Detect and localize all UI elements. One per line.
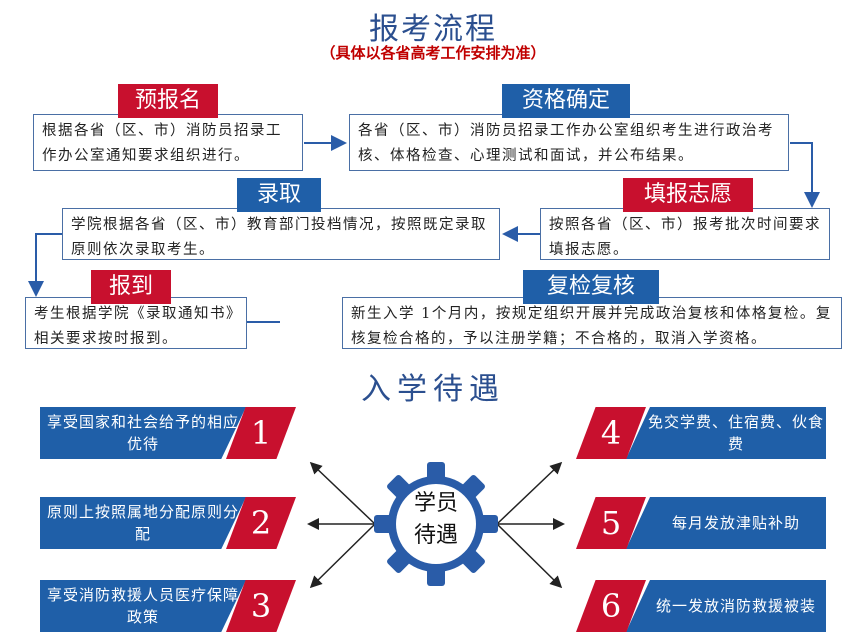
connector-3 xyxy=(309,523,376,589)
step-text-4: 学院根据各省（区、市）教育部门投档情况，按照既定录取原则依次录取考生。 xyxy=(71,217,487,258)
benefit-1: 享受国家和社会给予的相应优待 1 xyxy=(40,407,296,459)
step-tag-3: 填报志愿 xyxy=(623,178,753,212)
step-tag-1: 预报名 xyxy=(118,84,218,118)
step-text-2: 各省（区、市）消防员招录工作办公室组织考生进行政治考核、体格检查、心理测试和面试… xyxy=(358,123,774,164)
connector-6 xyxy=(496,523,563,589)
step-box-1: 根据各省（区、市）消防员招录工作办公室通知要求组织进行。 xyxy=(33,114,303,171)
benefit-text-4: 免交学费、住宿费、伙食费 xyxy=(626,407,826,459)
step-box-6: 新生入学 1个月内，按规定组织开展并完成政治复核和体格复检。复核复检合格的，予以… xyxy=(342,297,842,349)
benefits-title: 入学待遇 xyxy=(361,372,505,407)
flow-arrows xyxy=(28,135,820,323)
step-tag-2: 资格确定 xyxy=(502,84,630,118)
step-box-5: 考生根据学院《录取通知书》相关要求按时报到。 xyxy=(25,297,247,349)
benefit-4: 免交学费、住宿费、伙食费 4 xyxy=(576,407,826,459)
step-text-6: 新生入学 1个月内，按规定组织开展并完成政治复核和体格复检。复核复检合格的，予以… xyxy=(351,306,832,347)
page-subtitle: （具体以各省高考工作安排为准） xyxy=(320,44,546,62)
benefit-2: 原则上按照属地分配原则分配 2 xyxy=(40,497,296,549)
step-tag-5: 报到 xyxy=(91,270,171,304)
step-tag-4: 录取 xyxy=(237,178,321,212)
step-box-2: 各省（区、市）消防员招录工作办公室组织考生进行政治考核、体格检查、心理测试和面试… xyxy=(349,114,789,171)
connector-4 xyxy=(496,461,563,525)
arrow-2-3 xyxy=(790,142,820,208)
step-tag-6: 复检复核 xyxy=(523,270,659,304)
gear-label-line1: 学员 xyxy=(413,491,458,516)
benefit-6: 统一发放消防救援被装 6 xyxy=(576,580,826,632)
step-box-4: 学院根据各省（区、市）教育部门投档情况，按照既定录取原则依次录取考生。 xyxy=(62,208,500,260)
gear-icon xyxy=(374,462,498,586)
benefit-text-2: 原则上按照属地分配原则分配 xyxy=(40,497,246,549)
step-text-5: 考生根据学院《录取通知书》相关要求按时报到。 xyxy=(34,306,235,347)
benefit-3: 享受消防救援人员医疗保障政策 3 xyxy=(40,580,296,632)
benefit-text-6: 统一发放消防救援被装 xyxy=(626,580,826,632)
gear-label: 学员 待遇 xyxy=(382,488,490,552)
benefit-text-3: 享受消防救援人员医疗保障政策 xyxy=(40,580,246,632)
connector-1 xyxy=(309,461,376,525)
step-text-3: 按照各省（区、市）报考批次时间要求填报志愿。 xyxy=(549,217,821,258)
arrow-4-5 xyxy=(28,233,62,297)
step-text-1: 根据各省（区、市）消防员招录工作办公室通知要求组织进行。 xyxy=(42,123,282,164)
step-box-3: 按照各省（区、市）报考批次时间要求填报志愿。 xyxy=(540,208,830,260)
page-title: 报考流程 xyxy=(369,12,497,47)
gear-label-line2: 待遇 xyxy=(413,523,458,548)
benefit-text-5: 每月发放津贴补助 xyxy=(626,497,826,549)
benefit-5: 每月发放津贴补助 5 xyxy=(576,497,826,549)
benefit-connectors xyxy=(307,461,565,589)
benefit-text-1: 享受国家和社会给予的相应优待 xyxy=(40,407,246,459)
